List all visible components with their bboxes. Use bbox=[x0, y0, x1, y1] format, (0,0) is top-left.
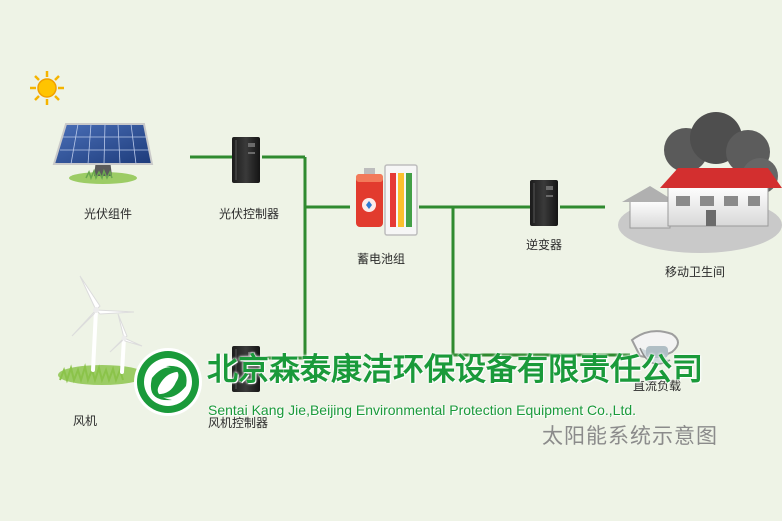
company-name-cn: 北京森泰康洁环保设备有限责任公司 bbox=[207, 352, 703, 388]
wind-controller-icon bbox=[232, 346, 260, 392]
pv-controller-label: 光伏控制器 bbox=[219, 207, 280, 221]
connector-lines bbox=[190, 155, 630, 360]
mobile-toilet-house-icon bbox=[618, 112, 782, 253]
wind-controller-label: 风机控制器 bbox=[208, 416, 269, 430]
dc-load-lamp-icon bbox=[630, 330, 679, 365]
diagram-title: 太阳能系统示意图 bbox=[542, 424, 718, 448]
wind-turbine-label: 风机 bbox=[73, 414, 98, 428]
dc-load-label: 直流负载 bbox=[633, 379, 682, 393]
mobile-toilet-label: 移动卫生间 bbox=[665, 265, 726, 279]
battery-label: 蓄电池组 bbox=[357, 252, 406, 266]
solar-panel-icon bbox=[52, 123, 154, 184]
inverter-icon bbox=[530, 180, 558, 226]
pv-controller-icon bbox=[232, 137, 260, 183]
battery-icon bbox=[356, 164, 418, 236]
wind-turbine-icon bbox=[58, 275, 146, 385]
pv-module-label: 光伏组件 bbox=[84, 207, 133, 221]
company-name-en: Sentai Kang Jie,Beijing Environmental Pr… bbox=[208, 402, 637, 418]
sun-icon bbox=[30, 71, 64, 105]
company-logo bbox=[134, 348, 202, 416]
inverter-label: 逆变器 bbox=[526, 238, 563, 252]
